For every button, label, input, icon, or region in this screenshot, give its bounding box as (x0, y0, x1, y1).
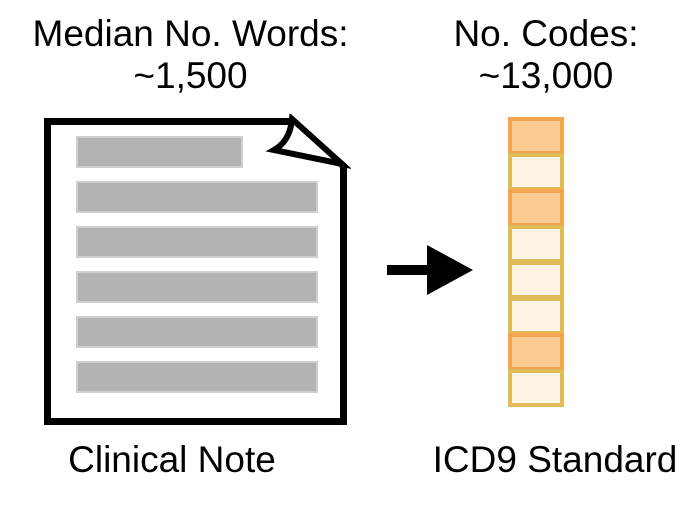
document-fold-corner-icon (265, 114, 351, 169)
icd9-code-block-cream (508, 369, 564, 407)
document-text-lines (76, 136, 318, 393)
document-text-line (76, 361, 318, 393)
icd9-code-block-cream (508, 261, 564, 299)
arrow-shaft (387, 265, 437, 275)
document-text-line (76, 316, 318, 348)
icd9-code-block-orange (508, 117, 564, 155)
num-codes-label: No. Codes: (453, 13, 639, 54)
codes-header: No. Codes: ~13,000 (396, 13, 693, 97)
document-text-line (76, 181, 318, 213)
icd9-code-stack (508, 117, 564, 407)
document-text-line (76, 226, 318, 258)
icd9-code-block-orange (508, 333, 564, 371)
clinical-note-header: Median No. Words: ~1,500 (18, 13, 363, 97)
num-codes-value: ~13,000 (478, 55, 614, 96)
arrow-right-icon (387, 245, 473, 295)
clinical-note-document-icon (44, 114, 351, 425)
clinical-note-caption: Clinical Note (68, 439, 276, 480)
icd9-code-block-cream (508, 297, 564, 335)
median-words-label: Median No. Words: (32, 13, 349, 54)
icd9-code-block-cream (508, 225, 564, 263)
median-words-value: ~1,500 (133, 55, 248, 96)
icd9-code-block-orange (508, 189, 564, 227)
icd9-code-block-cream (508, 153, 564, 191)
document-text-line (76, 136, 243, 168)
arrow-head (427, 245, 473, 295)
icd9-standard-caption: ICD9 Standard (432, 439, 678, 480)
document-text-line (76, 271, 318, 303)
